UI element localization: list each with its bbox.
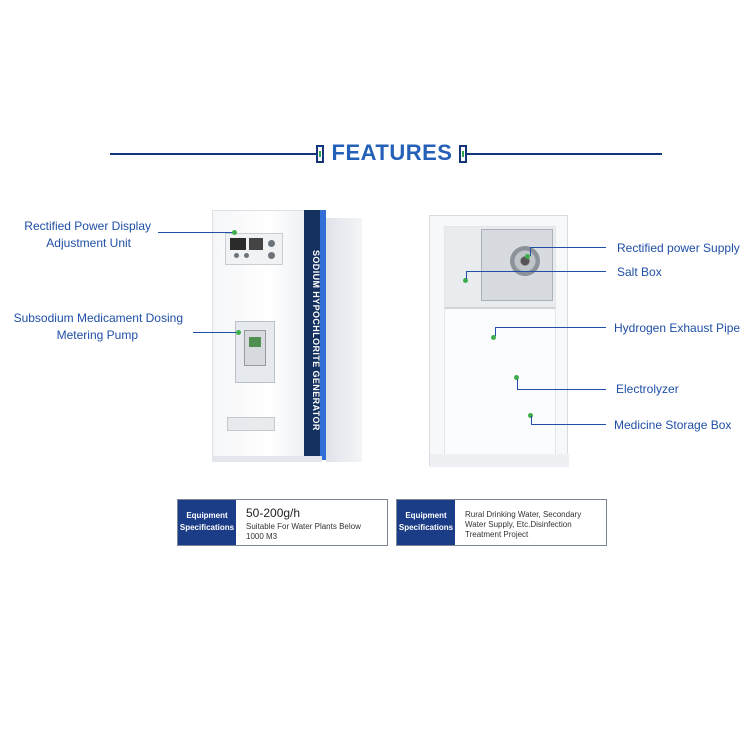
leader-line	[495, 327, 606, 328]
display-screen	[230, 238, 246, 250]
power-supply-module	[481, 229, 553, 301]
spec-header: Equipment Specifications	[178, 500, 236, 545]
side-stripe-accent	[320, 210, 326, 460]
spec-header: Equipment Specifications	[397, 500, 455, 545]
label-line: Rectified Power Display	[24, 219, 151, 233]
pump-screen	[249, 337, 261, 347]
shelf	[445, 307, 555, 309]
spec-box-application: Equipment Specifications Rural Drinking …	[396, 499, 607, 546]
spec-header-line: Specifications	[398, 523, 454, 532]
leader-line	[495, 327, 496, 336]
spec-header-line: Equipment	[186, 511, 228, 520]
spec-header-line: Equipment	[405, 511, 447, 520]
display-screen	[249, 238, 263, 250]
label-salt-box: Salt Box	[617, 265, 662, 279]
knob-icon	[234, 253, 239, 258]
marker-dot	[236, 330, 241, 335]
spec-detail-line: Suitable For Water Plants Below	[246, 522, 361, 531]
cabinet-base	[212, 456, 322, 462]
knob-icon	[244, 253, 249, 258]
machine-side-text: SODIUM HYPOCHLORITE GENERATOR	[311, 250, 321, 431]
header-line-left	[110, 153, 318, 155]
label-line: Metering Pump	[56, 328, 138, 342]
nameplate	[227, 417, 275, 431]
marker-dot	[491, 335, 496, 340]
leader-line	[530, 247, 531, 256]
metering-pump	[244, 330, 266, 366]
label-line: Adjustment Unit	[46, 236, 131, 250]
leader-line	[531, 424, 606, 425]
spec-detail-line: 1000 M3	[246, 532, 278, 541]
header-line-right	[466, 153, 662, 155]
marker-dot	[528, 413, 533, 418]
leader-line	[531, 416, 532, 424]
marker-dot	[514, 375, 519, 380]
leader-line	[466, 271, 467, 279]
generator-cabinet-open	[429, 215, 569, 467]
cabinet-base	[430, 454, 569, 467]
cabinet-interior	[444, 226, 556, 456]
spec-detail: Rural Drinking Water, Secondary Water Su…	[465, 510, 581, 540]
label-power-supply: Rectified power Supply	[617, 241, 740, 255]
leader-line	[530, 247, 606, 248]
spec-detail-line: Water Supply, Etc.Disinfection	[465, 520, 572, 529]
label-power-display: Rectified Power Display Adjustment Unit	[0, 218, 151, 252]
header-cap-left	[316, 145, 324, 163]
knob-icon	[268, 240, 275, 247]
spec-capacity-value: 50-200g/h	[246, 506, 301, 520]
leader-line	[158, 232, 234, 233]
upper-compartment	[445, 227, 555, 307]
label-dosing-pump: Subsodium Medicament Dosing Metering Pum…	[0, 310, 183, 344]
label-storage-box: Medicine Storage Box	[614, 418, 732, 432]
spec-detail-line: Treatment Project	[465, 530, 529, 539]
cabinet-front-panel	[212, 210, 306, 458]
label-electrolyzer: Electrolyzer	[616, 382, 679, 396]
label-hydrogen-pipe: Hydrogen Exhaust Pipe	[614, 321, 741, 335]
leader-line	[517, 389, 606, 390]
spec-box-capacity: Equipment Specifications 50-200g/h Suita…	[177, 499, 388, 546]
leader-line	[466, 271, 606, 272]
generator-cabinet-front: SODIUM HYPOCHLORITE GENERATOR	[212, 210, 362, 462]
page-title: FEATURES	[331, 140, 453, 165]
leader-line	[193, 332, 237, 333]
knob-icon	[268, 252, 275, 259]
label-line: Subsodium Medicament Dosing	[13, 311, 183, 325]
cabinet-side-panel	[326, 218, 362, 462]
spec-header-line: Specifications	[179, 523, 235, 532]
side-stripe	[304, 210, 324, 460]
spec-detail-line: Rural Drinking Water, Secondary	[465, 510, 582, 519]
marker-dot	[525, 254, 530, 259]
marker-dot	[232, 230, 237, 235]
spec-detail: Suitable For Water Plants Below 1000 M3	[246, 522, 361, 542]
leader-line	[517, 379, 518, 389]
control-panel	[225, 233, 283, 265]
marker-dot	[463, 278, 468, 283]
pump-window	[235, 321, 275, 383]
